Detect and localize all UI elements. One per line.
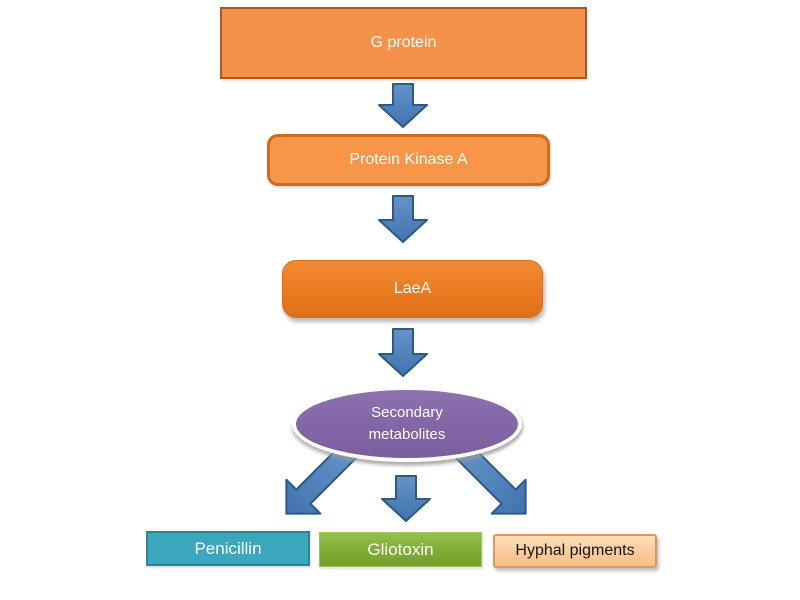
node-gliotoxin: Gliotoxin xyxy=(319,532,482,567)
node-gliotoxin-label: Gliotoxin xyxy=(367,539,434,559)
node-hyphal-pigments-label: Hyphal pigments xyxy=(515,542,635,559)
node-penicillin-label: Penicillin xyxy=(194,538,262,558)
node-g-protein: G protein xyxy=(220,7,587,79)
arrow-metabolites-to-penicillin xyxy=(285,441,359,515)
node-protein-kinase-a-label: Protein Kinase A xyxy=(349,151,468,168)
node-g-protein-label: G protein xyxy=(370,34,437,51)
node-penicillin: Penicillin xyxy=(146,531,310,566)
arrow-pka-to-laea xyxy=(378,195,428,243)
node-protein-kinase-a: Protein Kinase A xyxy=(267,134,550,186)
arrow-gprotein-to-pka xyxy=(378,83,428,128)
node-laea-label: LaeA xyxy=(393,280,432,297)
node-laea: LaeA xyxy=(282,260,543,318)
node-hyphal-pigments: Hyphal pigments xyxy=(493,534,657,568)
node-secondary-metabolites: Secondary metabolites xyxy=(292,386,522,462)
node-secondary-metabolites-label: Secondary metabolites xyxy=(368,404,446,443)
arrow-laea-to-metabolites xyxy=(378,328,428,377)
arrow-metabolites-to-gliotoxin xyxy=(381,475,431,522)
